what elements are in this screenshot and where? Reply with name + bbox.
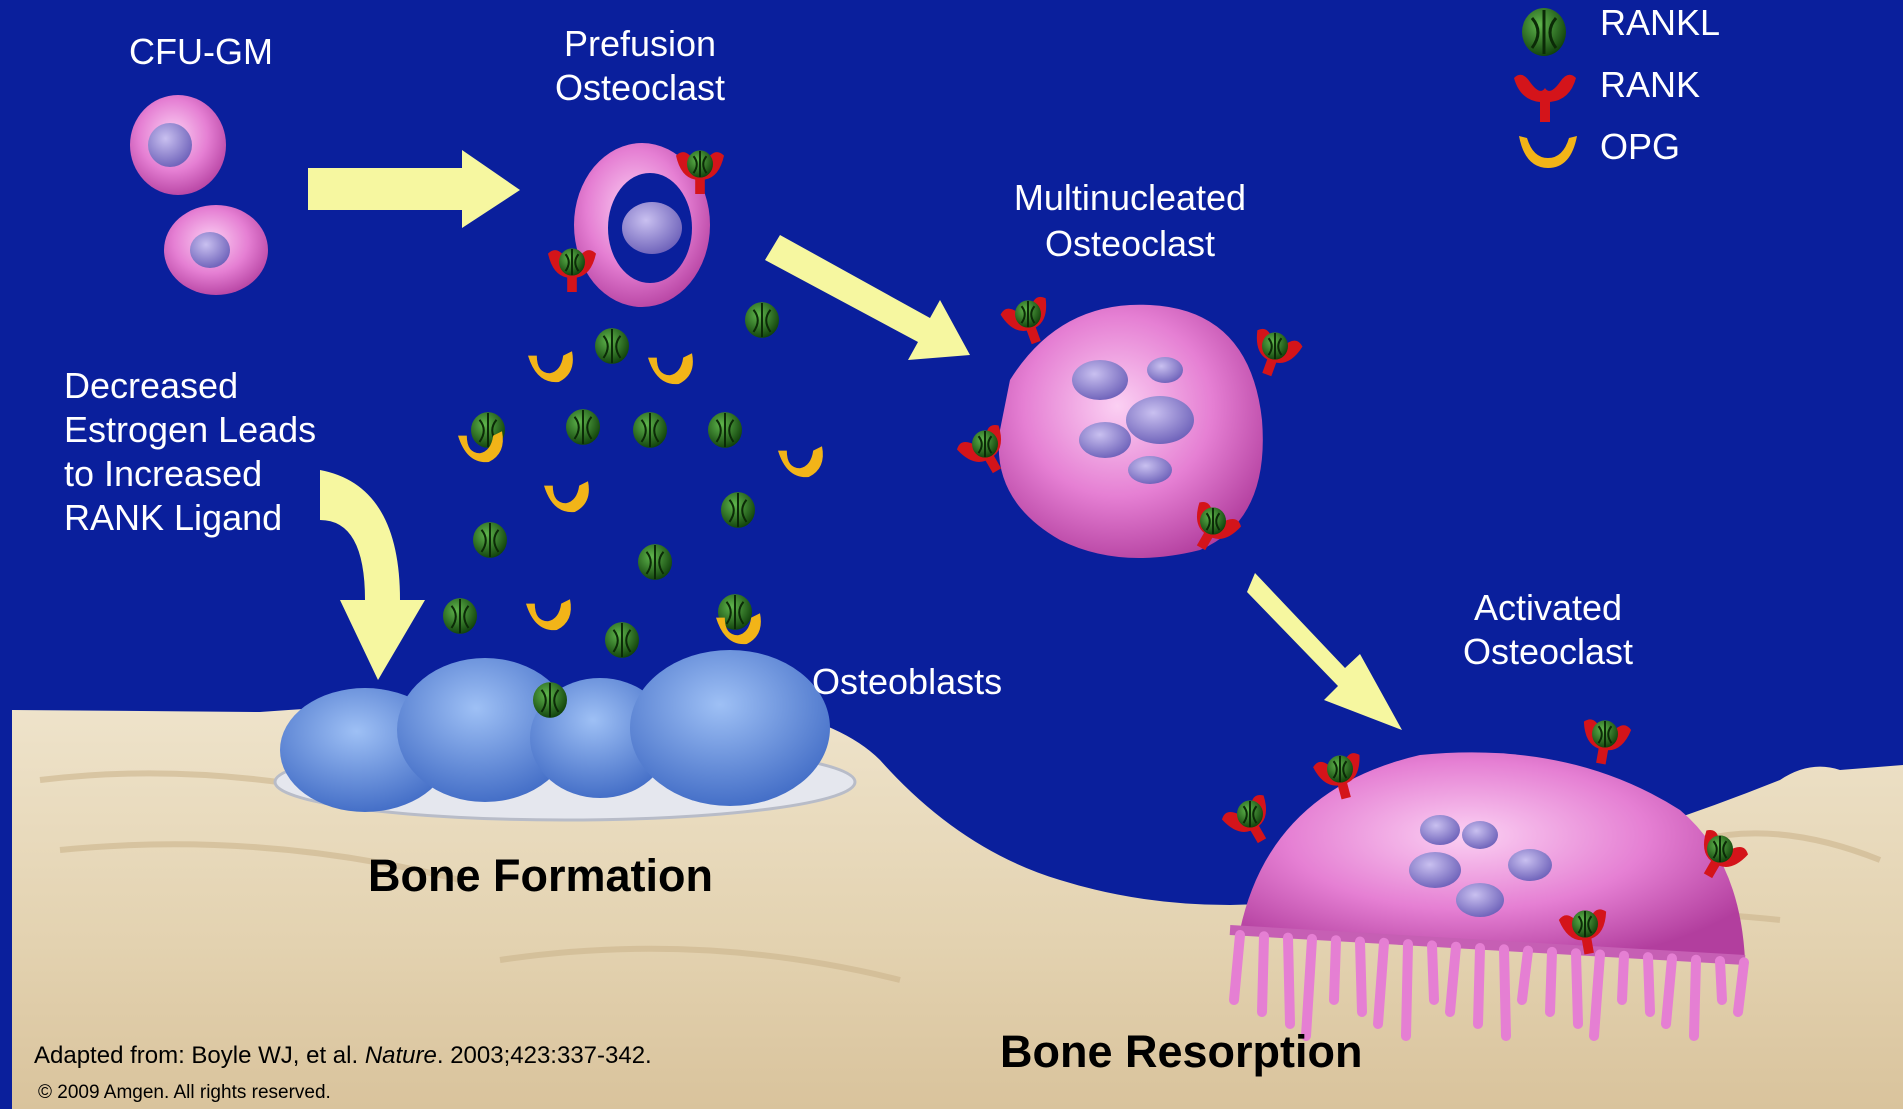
opg-molecule xyxy=(778,446,823,477)
label-bone-formation: Bone Formation xyxy=(368,850,713,902)
rankl-molecule xyxy=(721,492,755,528)
legend-label-rank: RANK xyxy=(1600,64,1700,106)
rank-icon xyxy=(1510,66,1580,126)
estrogen-note-line: RANK Ligand xyxy=(64,496,282,540)
label-cfu-gm: CFU-GM xyxy=(106,30,296,74)
rankl-molecule xyxy=(566,409,600,445)
rankl-molecule xyxy=(708,412,742,448)
citation: Adapted from: Boyle WJ, et al. Nature. 2… xyxy=(34,1042,652,1070)
opg-molecule xyxy=(528,351,573,382)
label-bone-resorption: Bone Resorption xyxy=(1000,1026,1363,1078)
bound-rankl xyxy=(1015,300,1041,327)
bound-rankl xyxy=(687,150,713,177)
citation-journal: Nature xyxy=(365,1042,437,1069)
label-multinucleated-line1: Multinucleated xyxy=(1000,176,1260,220)
activated-osteoclast xyxy=(1230,752,1745,960)
opg-molecule xyxy=(544,481,589,512)
label-activated-line1: Activated xyxy=(1448,586,1648,630)
opg-icon xyxy=(1515,128,1581,174)
bound-rankl xyxy=(1237,800,1263,827)
legend-label-rankl: RANKL xyxy=(1600,2,1720,44)
arrow-multi-to-activated xyxy=(1247,573,1402,730)
estrogen-note-line: Decreased xyxy=(64,364,238,408)
bound-rankl xyxy=(1200,507,1226,534)
bound-rankl xyxy=(1262,332,1288,359)
rankl-molecule xyxy=(533,682,567,718)
rankl-molecule xyxy=(605,622,639,658)
bound-rankl xyxy=(559,248,585,275)
arrow-estrogen-to-osteoblast xyxy=(320,470,425,680)
copyright: © 2009 Amgen. All rights reserved. xyxy=(38,1082,331,1104)
cfu-gm-cell xyxy=(130,95,226,195)
opg-molecule xyxy=(526,599,571,630)
bound-rankl xyxy=(972,430,998,457)
cfu-gm-cell xyxy=(164,205,268,295)
estrogen-note-line: Estrogen Leads xyxy=(64,408,316,452)
opg-molecule xyxy=(648,353,693,384)
label-osteoblasts: Osteoblasts xyxy=(812,660,1002,704)
arrow-prefusion-to-multi xyxy=(765,235,970,360)
bound-rankl xyxy=(1327,755,1353,782)
label-prefusion-line1: Prefusion xyxy=(540,22,740,66)
bound-rankl xyxy=(1572,910,1598,937)
arrow-cfu-to-prefusion xyxy=(308,150,520,228)
rankl-molecule xyxy=(638,544,672,580)
osteoblast-cell xyxy=(630,650,830,806)
estrogen-note-line: to Increased xyxy=(64,452,262,496)
label-multinucleated-line2: Osteoclast xyxy=(1000,222,1260,266)
label-prefusion-line2: Osteoclast xyxy=(540,66,740,110)
bound-rankl xyxy=(1707,835,1733,862)
citation-suffix: . 2003;423:337-342. xyxy=(437,1042,652,1069)
rankl-molecule xyxy=(595,328,629,364)
legend-label-opg: OPG xyxy=(1600,126,1680,168)
label-activated-line2: Osteoclast xyxy=(1448,630,1648,674)
rankl-molecule xyxy=(745,302,779,338)
rankl-molecule xyxy=(473,522,507,558)
rankl-icon xyxy=(1518,6,1578,58)
rankl-molecule xyxy=(443,598,477,634)
rankl-molecule xyxy=(633,412,667,448)
citation-prefix: Adapted from: Boyle WJ, et al. xyxy=(34,1042,365,1069)
bound-rankl xyxy=(1592,720,1618,747)
